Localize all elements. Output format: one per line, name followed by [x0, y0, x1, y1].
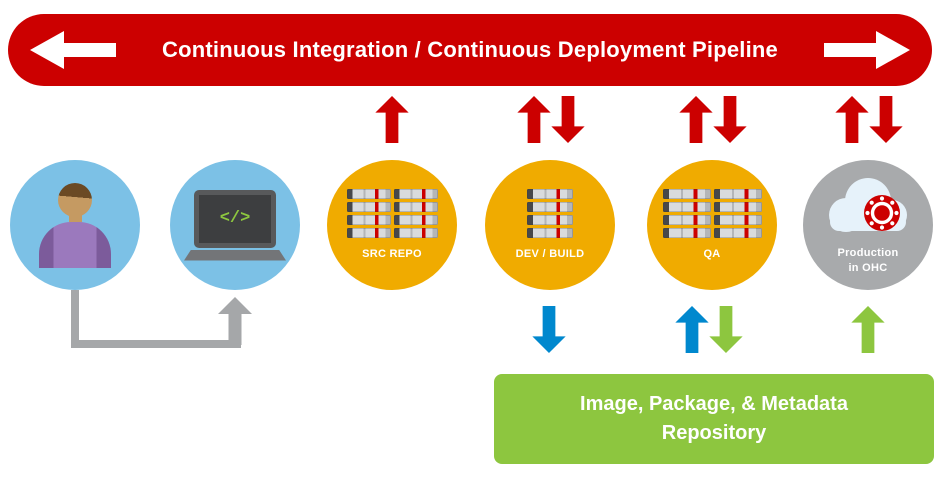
laptop-base [184, 249, 286, 261]
production-up-arrow-icon [835, 96, 869, 143]
repository-label-line1: Image, Package, & Metadata [580, 393, 848, 415]
pipeline-title: Continuous Integration / Continuous Depl… [162, 37, 778, 62]
qa-down-arrow-icon [713, 96, 747, 143]
person-head [58, 182, 92, 217]
openshift-icon [864, 195, 900, 232]
person-body [39, 221, 111, 268]
node-production: Production in OHC [803, 160, 933, 290]
laptop-icon: </> [184, 189, 286, 261]
node-developer [10, 160, 140, 290]
repo-to-qa-up-arrow-icon [675, 306, 709, 353]
code-glyph: </> [219, 209, 251, 228]
server-stack-icon [346, 188, 438, 238]
repository-label-line2: Repository [661, 422, 767, 444]
node-label-production: Production in OHC [837, 246, 898, 275]
server-stack-icon [527, 188, 573, 238]
workstation-up-arrow-icon [218, 294, 252, 348]
production-down-arrow-icon [869, 96, 903, 143]
src-repo-up-arrow-icon [375, 96, 409, 143]
dev-build-down-arrow-icon [551, 96, 585, 143]
cloud-openshift-icon [829, 178, 907, 233]
dev-build-to-repo-down-arrow-icon [532, 306, 566, 353]
person-neck [68, 214, 82, 222]
person-icon [39, 182, 111, 268]
right-arrow-icon [824, 31, 910, 69]
server-stack-icon [662, 188, 762, 238]
developer-to-workstation-connector-horizontal [71, 340, 241, 348]
production-label-line2: in OHC [848, 261, 888, 274]
node-label-src-repo: SRC REPO [362, 247, 422, 260]
dev-build-up-arrow-icon [517, 96, 551, 143]
node-label-dev-build: DEV / BUILD [515, 247, 585, 260]
qa-up-arrow-icon [679, 96, 713, 143]
developer-to-workstation-connector-vertical [71, 290, 79, 348]
laptop-screen: </> [194, 189, 276, 248]
repo-to-production-up-arrow-icon [851, 306, 885, 353]
node-src-repo: SRC REPO [327, 160, 457, 290]
left-arrow-icon [30, 31, 116, 69]
node-qa: QA [647, 160, 777, 290]
node-label-qa: QA [703, 247, 721, 260]
production-label-line1: Production [837, 247, 899, 260]
node-dev-build: DEV / BUILD [485, 160, 615, 290]
qa-to-repo-down-arrow-icon [709, 306, 743, 353]
repository-box: Image, Package, & Metadata Repository [494, 374, 934, 464]
node-workstation: </> [170, 160, 300, 290]
pipeline-banner: Continuous Integration / Continuous Depl… [8, 14, 932, 86]
